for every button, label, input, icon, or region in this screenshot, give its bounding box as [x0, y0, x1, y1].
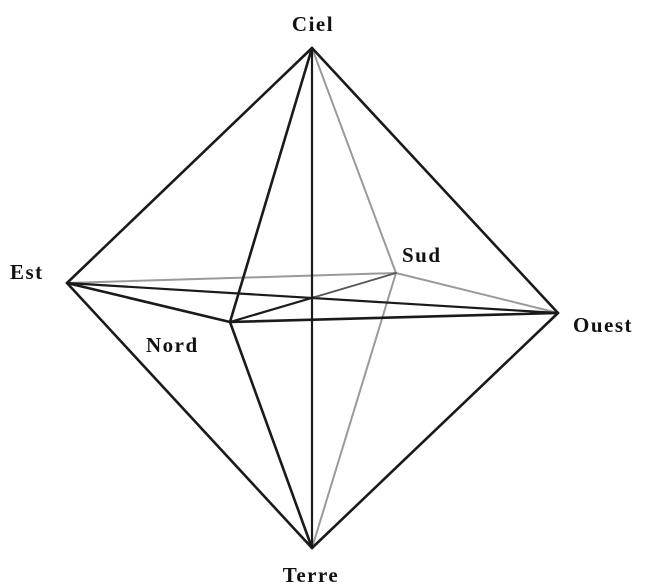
- edge-ciel-nord: [228, 46, 314, 324]
- front-edges: [65, 46, 560, 550]
- edge-terre-nord: [228, 320, 314, 550]
- vertex-label-ouest: Ouest: [573, 313, 633, 337]
- vertex-label-terre: Terre: [283, 563, 339, 587]
- edge-ciel-est: [65, 46, 314, 285]
- axis-nord-center: [228, 295, 317, 324]
- edge-terre-est: [65, 281, 314, 550]
- edge-ciel-sud: [311, 47, 397, 274]
- edge-ouest-sud: [395, 272, 559, 314]
- axes: [65, 46, 560, 550]
- vertex-label-nord: Nord: [146, 333, 199, 357]
- edge-ciel-ouest: [310, 46, 560, 315]
- edge-terre-ouest: [310, 311, 560, 550]
- axis-center-sud: [314, 272, 397, 298]
- vertex-label-est: Est: [10, 260, 44, 284]
- vertex-label-ciel: Ciel: [292, 12, 334, 36]
- edge-ouest-nord: [228, 311, 560, 324]
- edge-est-nord: [65, 281, 232, 324]
- edge-est-sud: [66, 272, 397, 284]
- vertex-label-sud: Sud: [402, 243, 442, 267]
